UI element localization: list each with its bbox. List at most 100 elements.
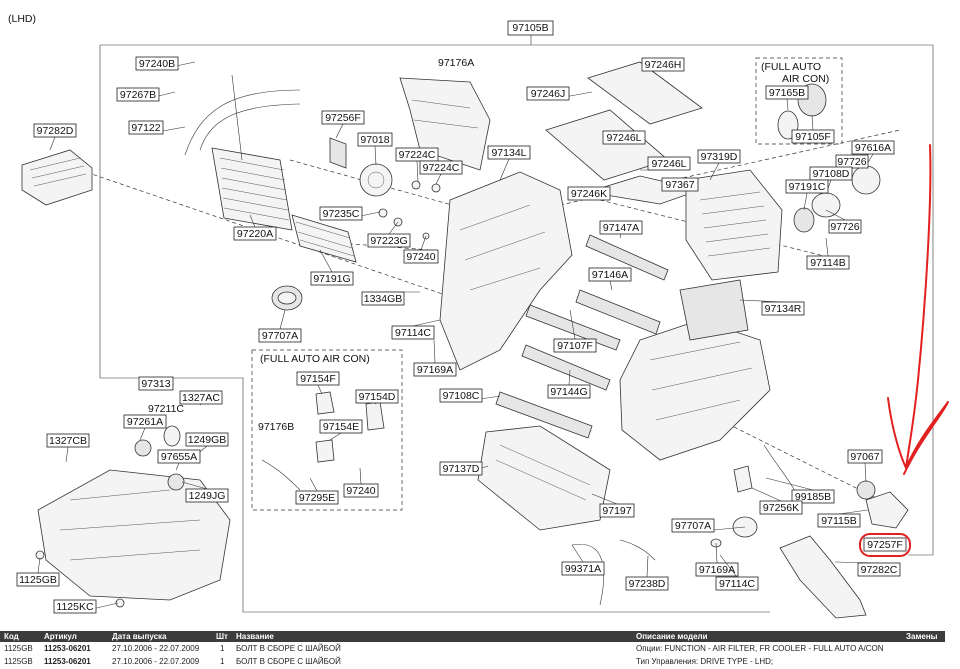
callout-97240[interactable]: 97240: [403, 249, 439, 264]
callout-97114c[interactable]: 97114C: [715, 576, 759, 591]
seal-ring-part: [271, 285, 303, 311]
callout-97267b[interactable]: 97267B: [116, 87, 160, 102]
callout-97211c[interactable]: 97211C: [148, 403, 184, 415]
callout-text: 97122: [131, 122, 160, 134]
callout-box: [761, 301, 805, 316]
drain-hose-part: [571, 543, 604, 606]
callout-97154f[interactable]: 97154F: [296, 371, 340, 386]
callout-97154d[interactable]: 97154D: [355, 389, 399, 404]
callout-97115b[interactable]: 97115B: [817, 513, 861, 528]
callout-97154e[interactable]: 97154E: [319, 419, 363, 434]
callout-97655a[interactable]: 97655A: [157, 449, 201, 464]
cell-model: Тип Управления: DRIVE TYPE - LHD;: [636, 657, 774, 666]
callout-97282d[interactable]: 97282D: [33, 123, 77, 138]
callout-97224c[interactable]: 97224C: [419, 160, 463, 175]
leader-line: [359, 467, 362, 485]
callout-99371a[interactable]: 99371A: [561, 561, 605, 576]
callout-97191g[interactable]: 97191G: [310, 271, 354, 286]
table-row[interactable]: 1125GB 11253-06201 27.10.2006 - 22.07.20…: [0, 657, 945, 669]
callout-97238d[interactable]: 97238D: [625, 576, 669, 591]
callout-97223g[interactable]: 97223G: [367, 233, 411, 248]
callout-97246l[interactable]: 97246L: [602, 130, 646, 145]
callout-97067[interactable]: 97067: [847, 449, 883, 464]
evaporator-core-part: [685, 169, 783, 281]
callout-97256f[interactable]: 97256F: [321, 110, 365, 125]
callout-97246h[interactable]: 97246H: [641, 57, 685, 72]
callout-97197[interactable]: 97197: [599, 503, 635, 518]
leader-line: [420, 235, 427, 251]
callout-97176b[interactable]: 97176B: [258, 421, 294, 433]
callout-97114c[interactable]: 97114C: [391, 325, 435, 340]
callout-box: [828, 219, 862, 234]
callout-97134l[interactable]: 97134L: [487, 145, 531, 160]
callout-97246j[interactable]: 97246J: [526, 86, 570, 101]
callout-97176a[interactable]: 97176A: [438, 57, 474, 69]
callout-97134r[interactable]: 97134R: [761, 301, 805, 316]
callout-97122[interactable]: 97122: [128, 120, 164, 135]
callout-97367[interactable]: 97367: [661, 177, 699, 192]
callout-97240b[interactable]: 97240B: [135, 56, 179, 71]
callout-97726[interactable]: 97726: [835, 154, 869, 169]
callout-97146a[interactable]: 97146A: [588, 267, 632, 282]
cell-article[interactable]: 11253-06201: [44, 644, 91, 653]
callout-97246k[interactable]: 97246K: [567, 186, 611, 201]
callout-97261a[interactable]: 97261A: [123, 414, 167, 429]
callout-97108c[interactable]: 97108C: [439, 388, 483, 403]
callout-text: 97134R: [765, 303, 802, 315]
callout-1249jg[interactable]: 1249JG: [185, 488, 229, 503]
cell-article[interactable]: 11253-06201: [44, 657, 91, 666]
table-row[interactable]: 1125GB 11253-06201 27.10.2006 - 22.07.20…: [0, 644, 945, 656]
callout-1249gb[interactable]: 1249GB: [185, 432, 229, 447]
callout-box: [46, 433, 90, 448]
callout-97295e[interactable]: 97295E: [295, 490, 339, 505]
callout-97257f[interactable]: 97257F: [863, 537, 907, 552]
callout-97313[interactable]: 97313: [138, 376, 174, 391]
callout-97240[interactable]: 97240: [343, 483, 379, 498]
callout-97616a[interactable]: 97616A: [851, 140, 895, 155]
callout-97246l[interactable]: 97246L: [647, 156, 691, 171]
callout-97105b[interactable]: 97105B: [507, 20, 554, 36]
callout-97235c[interactable]: 97235C: [319, 206, 363, 221]
callout-97018[interactable]: 97018: [357, 132, 393, 147]
callout-97707a[interactable]: 97707A: [258, 328, 302, 343]
callout-97165b[interactable]: 97165B: [765, 85, 809, 100]
callout-97105f[interactable]: 97105F: [791, 129, 835, 144]
callout-97282c[interactable]: 97282C: [857, 562, 901, 577]
callout-97220a[interactable]: 97220A: [233, 226, 277, 241]
leader-line: [49, 136, 56, 151]
callout-box: [547, 384, 591, 399]
callout-97144g[interactable]: 97144G: [547, 384, 591, 399]
callout-box: [847, 449, 883, 464]
callout-97707a[interactable]: 97707A: [671, 518, 715, 533]
callout-97169a[interactable]: 97169A: [695, 562, 739, 577]
callout-97726[interactable]: 97726: [828, 219, 862, 234]
callout-1125kc[interactable]: 1125KC: [53, 599, 97, 614]
callout-text: 97191C: [789, 181, 826, 193]
callout-text: 97220A: [237, 228, 273, 240]
callout-97107f[interactable]: 97107F: [553, 338, 597, 353]
callout-97319d[interactable]: 97319D: [697, 149, 741, 164]
callout-box: [296, 371, 340, 386]
callout-97256k[interactable]: 97256K: [759, 500, 803, 515]
callout-box: [588, 267, 632, 282]
callout-97147a[interactable]: 97147A: [599, 220, 643, 235]
leader-line: [568, 369, 571, 386]
callout-box: [439, 388, 483, 403]
callout-97108d[interactable]: 97108D: [809, 166, 853, 181]
callout-text: 1125GB: [19, 574, 57, 586]
callout-97224c[interactable]: 97224C: [395, 147, 439, 162]
callout-97137d[interactable]: 97137D: [439, 461, 483, 476]
callout-box: [116, 87, 160, 102]
callout-97114b[interactable]: 97114B: [806, 255, 850, 270]
callout-1327ac[interactable]: 1327AC: [179, 390, 223, 405]
callout-97169a[interactable]: 97169A: [413, 362, 457, 377]
callout-99185b[interactable]: 99185B: [791, 489, 835, 504]
callout-1334gb[interactable]: 1334GB: [361, 291, 405, 306]
leader-line: [317, 384, 323, 395]
leader-line: [571, 544, 584, 563]
callout-97191c[interactable]: 97191C: [785, 179, 829, 194]
blower-motor-part: [793, 165, 881, 233]
cell-qty: 1: [220, 644, 225, 653]
callout-1125gb[interactable]: 1125GB: [16, 572, 60, 587]
callout-1327cb[interactable]: 1327CB: [46, 433, 90, 448]
